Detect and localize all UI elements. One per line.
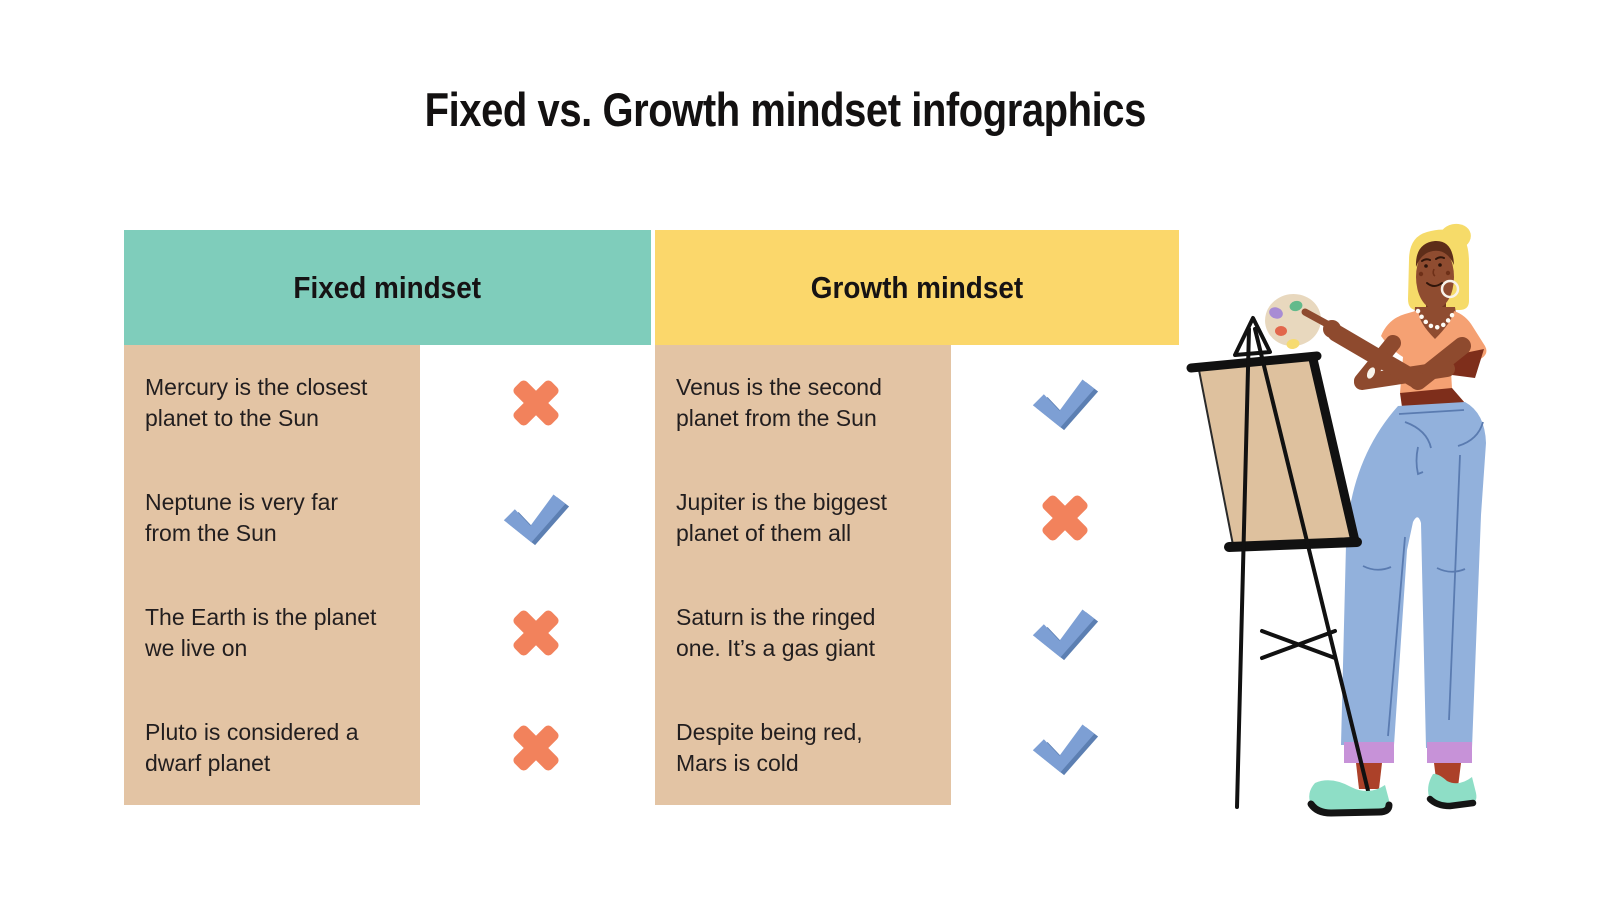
fixed-mindset-header-label: Fixed mindset <box>293 269 482 305</box>
sneaker-sole <box>1307 800 1393 817</box>
fixed-mindset-table: Fixed mindset Mercury is the closest pla… <box>124 230 651 805</box>
check-icon <box>1030 719 1100 776</box>
paint-dot-green <box>1289 300 1303 312</box>
cross-icon <box>509 376 563 430</box>
statement-cell: Jupiter is the biggest planet of them al… <box>655 460 951 575</box>
cross-icon <box>509 721 563 775</box>
jeans-cuff <box>1427 742 1472 763</box>
jeans-seams <box>1362 409 1484 737</box>
growth-mindset-header: Growth mindset <box>655 230 1179 345</box>
painter-illustration <box>1186 223 1487 817</box>
check-icon <box>501 489 571 546</box>
statement-cell: Venus is the second planet from the Sun <box>655 345 951 460</box>
mark-cell <box>420 575 651 690</box>
easel-legs <box>1235 327 1374 809</box>
mark-cell <box>951 345 1179 460</box>
fixed-mindset-header: Fixed mindset <box>124 230 651 345</box>
statement-cell: Saturn is the ringed one. It’s a gas gia… <box>655 575 951 690</box>
easel <box>1186 316 1374 809</box>
fixed-mindset-body: Mercury is the closest planet to the Sun… <box>124 345 651 805</box>
statement-cell: Mercury is the closest planet to the Sun <box>124 345 420 460</box>
easel-frame <box>1186 351 1362 552</box>
jeans <box>1341 402 1486 748</box>
easel-canvas <box>1196 353 1354 547</box>
arms <box>1327 324 1471 390</box>
cheek-dot <box>1418 271 1424 277</box>
growth-mindset-table: Growth mindset Venus is the second plane… <box>655 230 1179 805</box>
face-details <box>1421 256 1445 287</box>
mark-cell <box>420 345 651 460</box>
cheek-dot <box>1445 270 1451 276</box>
bracelet <box>1366 367 1376 379</box>
sock <box>1356 763 1382 789</box>
paint-dot-red <box>1275 326 1287 336</box>
statement-cell: Neptune is very far from the Sun <box>124 460 420 575</box>
growth-mindset-body: Venus is the second planet from the Sun … <box>655 345 1179 805</box>
mark-cell <box>420 690 651 805</box>
eye <box>1424 264 1428 268</box>
front-hair <box>1415 240 1454 267</box>
statement-cell: Despite being red, Mars is cold <box>655 690 951 805</box>
nose <box>1432 268 1436 277</box>
easel-peak <box>1233 316 1272 357</box>
statement-cell: Pluto is considered a dwarf planet <box>124 690 420 805</box>
pointing-finger <box>1301 308 1331 328</box>
cross-icon <box>1038 491 1092 545</box>
mark-cell <box>951 575 1179 690</box>
sneaker <box>1428 773 1477 805</box>
mark-cell <box>951 690 1179 805</box>
painter-woman <box>1265 223 1487 789</box>
mark-cell <box>951 460 1179 575</box>
statement-cell: The Earth is the planet we live on <box>124 575 420 690</box>
cross-icon <box>509 606 563 660</box>
growth-mindset-header-label: Growth mindset <box>810 269 1024 305</box>
check-icon <box>1030 374 1100 431</box>
waistband-shadow <box>1400 388 1465 407</box>
hoop-earring <box>1440 279 1460 299</box>
page-title-text: Fixed vs. Growth mindset infographics <box>424 83 1146 136</box>
sneaker <box>1309 780 1390 811</box>
mark-cell <box>420 460 651 575</box>
eye <box>1438 263 1442 267</box>
sneakers <box>1307 773 1477 817</box>
sneaker-sole <box>1426 795 1477 810</box>
paint-dot-purple <box>1269 307 1283 319</box>
pearl-necklace <box>1415 308 1457 330</box>
paint-dot-yellow <box>1286 338 1300 350</box>
page-title: Fixed vs. Growth mindset infographics <box>0 82 1570 137</box>
check-icon <box>1030 604 1100 661</box>
jeans-cuff <box>1344 742 1394 763</box>
